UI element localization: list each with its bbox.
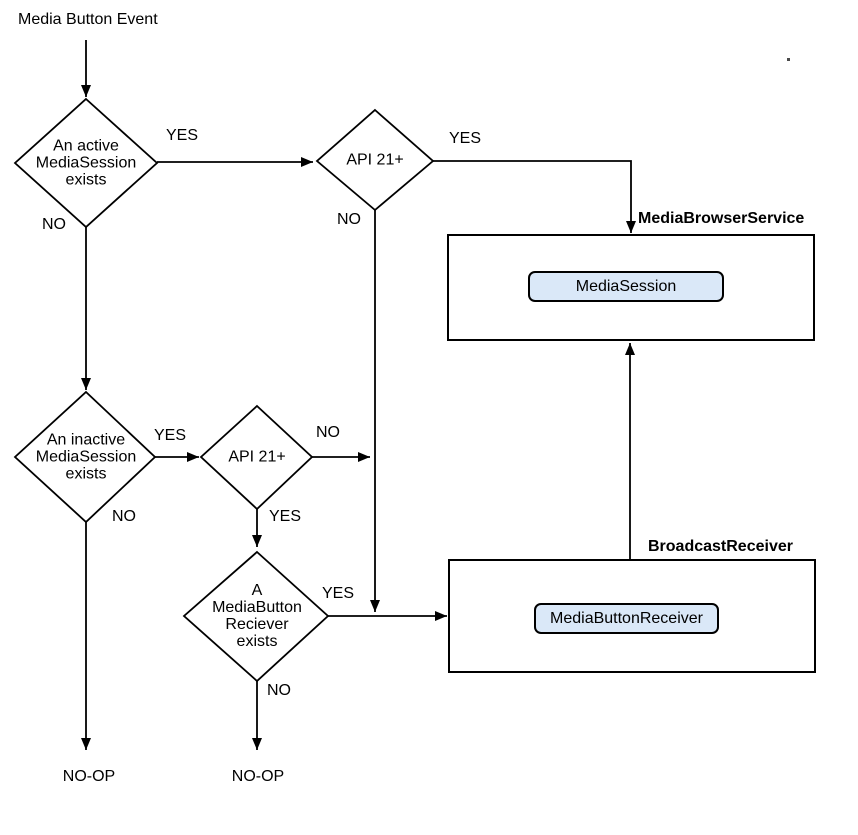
- api21-mid-yes-label: YES: [269, 508, 302, 525]
- media-browser-service-title: MediaBrowserService: [638, 210, 805, 227]
- api21-mid-label: API 21+: [228, 448, 286, 466]
- broadcast-receiver-title: BroadcastReceiver: [648, 538, 793, 555]
- diamond-active-mediasession: [13, 97, 159, 229]
- inactive-mediasession-label: An inactive MediaSession exists: [35, 431, 137, 483]
- noop-terminal-mid: NO-OP: [231, 768, 285, 785]
- api21-top-no-label: NO: [337, 211, 361, 228]
- api21-top-yes-label: YES: [449, 130, 482, 147]
- mediasession-node: MediaSession: [528, 271, 724, 302]
- mediabutton-receiver-exists-label: A MediaButton Reciever exists: [212, 582, 302, 650]
- inactive-no-label: NO: [112, 508, 136, 525]
- start-label: Media Button Event: [18, 11, 158, 28]
- receiver-yes-label: YES: [322, 585, 355, 602]
- mediasession-node-label: MediaSession: [575, 277, 677, 295]
- diamond-inactive-mediasession: [13, 390, 157, 524]
- api21-top-label: API 21+: [346, 151, 404, 169]
- mediabuttonreceiver-node-label: MediaButtonReceiver: [550, 609, 703, 627]
- diamond-mediabutton-receiver-exists: [182, 550, 330, 683]
- mediabuttonreceiver-node: MediaButtonReceiver: [534, 603, 719, 634]
- api21-mid-no-label: NO: [316, 424, 340, 441]
- noop-terminal-left: NO-OP: [62, 768, 116, 785]
- active-mediasession-label: An active MediaSession exists: [35, 137, 137, 189]
- receiver-no-label: NO: [267, 682, 291, 699]
- inactive-yes-label: YES: [154, 427, 187, 444]
- active-yes-label: YES: [166, 127, 199, 144]
- edge-api21-yes-to-mediabrowserservice: [433, 160, 636, 233]
- diamond-api21-top: [315, 108, 435, 212]
- image-artifact-dot: [787, 58, 790, 61]
- diamond-api21-mid: [199, 404, 314, 511]
- active-no-label: NO: [42, 216, 66, 233]
